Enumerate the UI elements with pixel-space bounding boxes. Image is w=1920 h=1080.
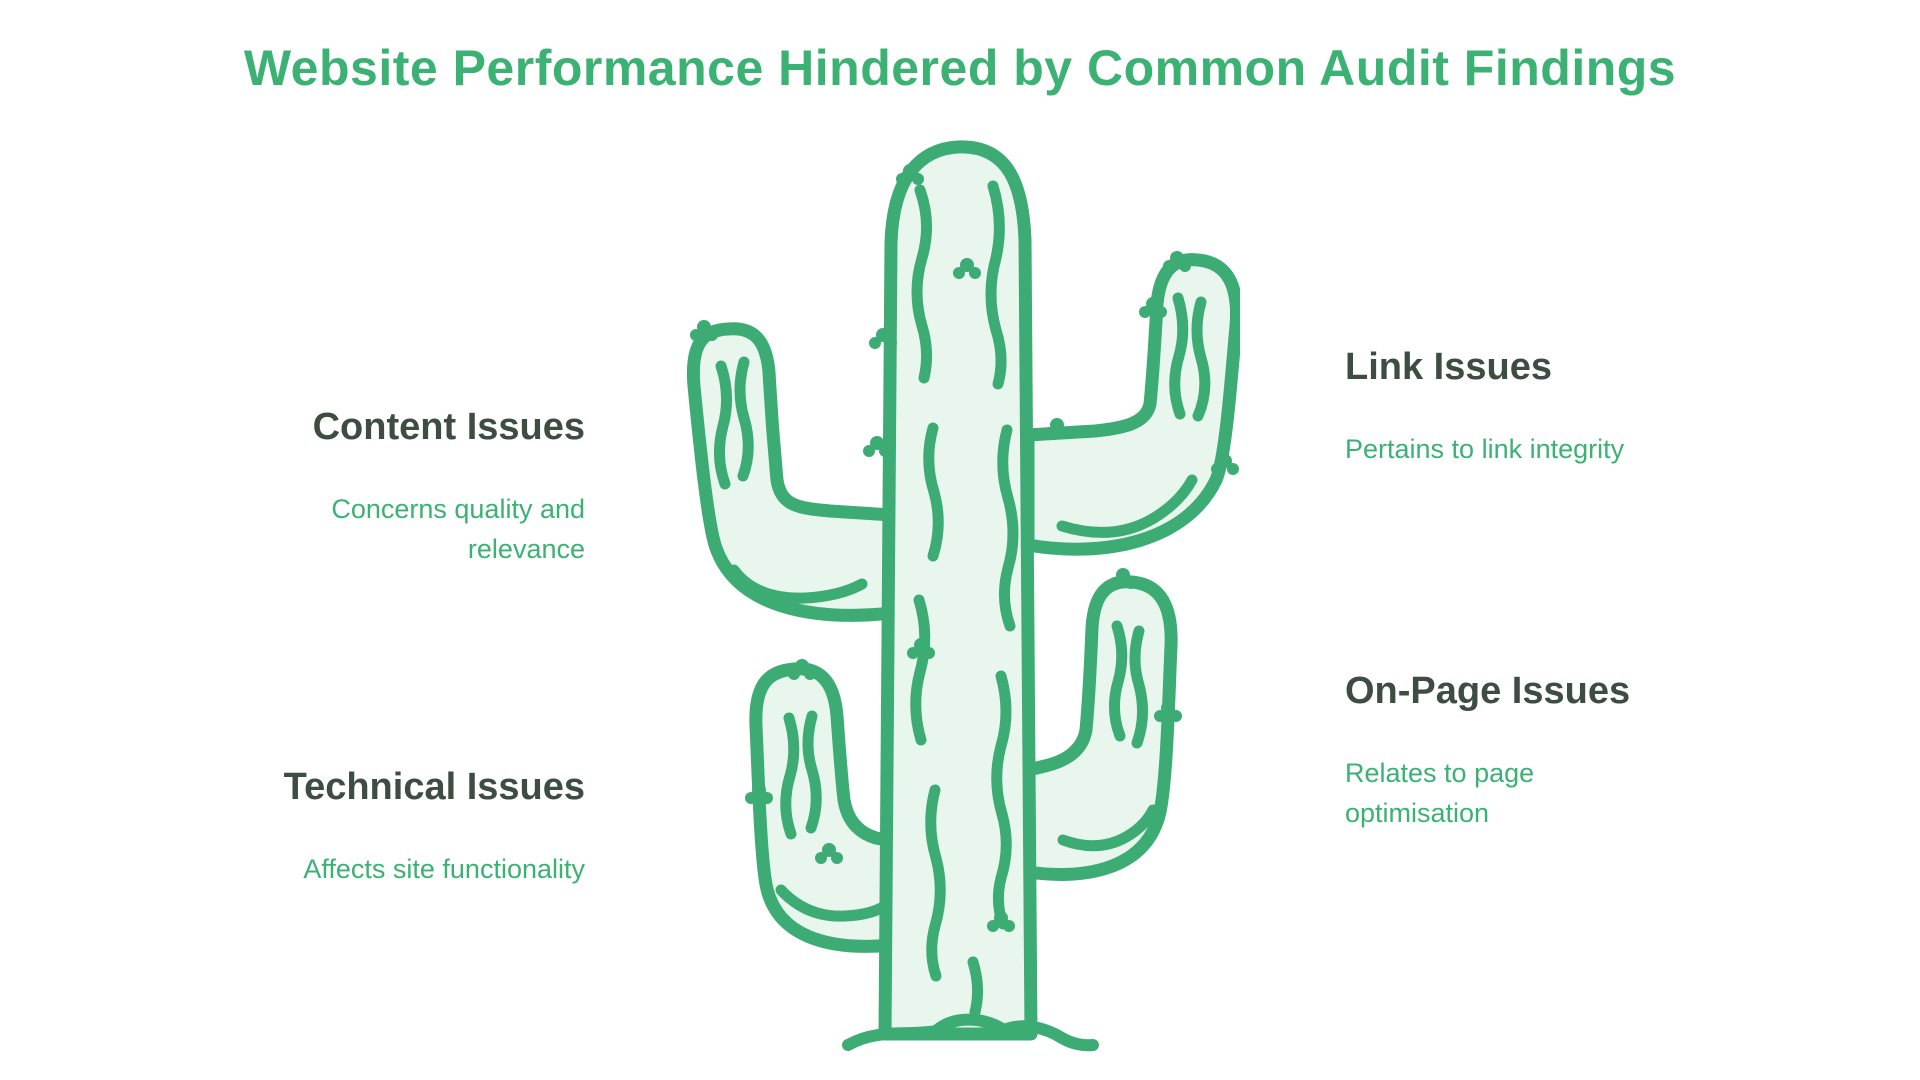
cactus-rib-lines: [714, 180, 1211, 1018]
item-on-page-issues: On-Page Issues Relates to page optimisat…: [1345, 669, 1785, 834]
cactus-arm-lower-left: [749, 662, 899, 953]
page-title: Website Performance Hindered by Common A…: [243, 40, 1677, 96]
item-heading: Technical Issues: [283, 766, 585, 808]
item-heading: Content Issues: [312, 406, 585, 448]
item-description: Concerns quality and relevance: [331, 493, 585, 565]
cactus-arm-lower-right: [1021, 575, 1178, 881]
item-description: Relates to page optimisation: [1345, 757, 1535, 829]
item-heading: On-Page Issues: [1345, 670, 1631, 712]
item-description: Pertains to link integrity: [1345, 433, 1625, 464]
cactus-svg: [686, 140, 1240, 1052]
item-content-issues: Content Issues Concerns quality and rele…: [165, 405, 585, 570]
item-technical-issues: Technical Issues Affects site functional…: [165, 765, 585, 889]
cactus-illustration: [680, 128, 1240, 1058]
ground-line: [842, 1013, 1099, 1052]
item-description: Affects site functionality: [303, 853, 585, 884]
item-link-issues: Link Issues Pertains to link integrity: [1345, 345, 1785, 469]
item-heading: Link Issues: [1345, 346, 1552, 388]
